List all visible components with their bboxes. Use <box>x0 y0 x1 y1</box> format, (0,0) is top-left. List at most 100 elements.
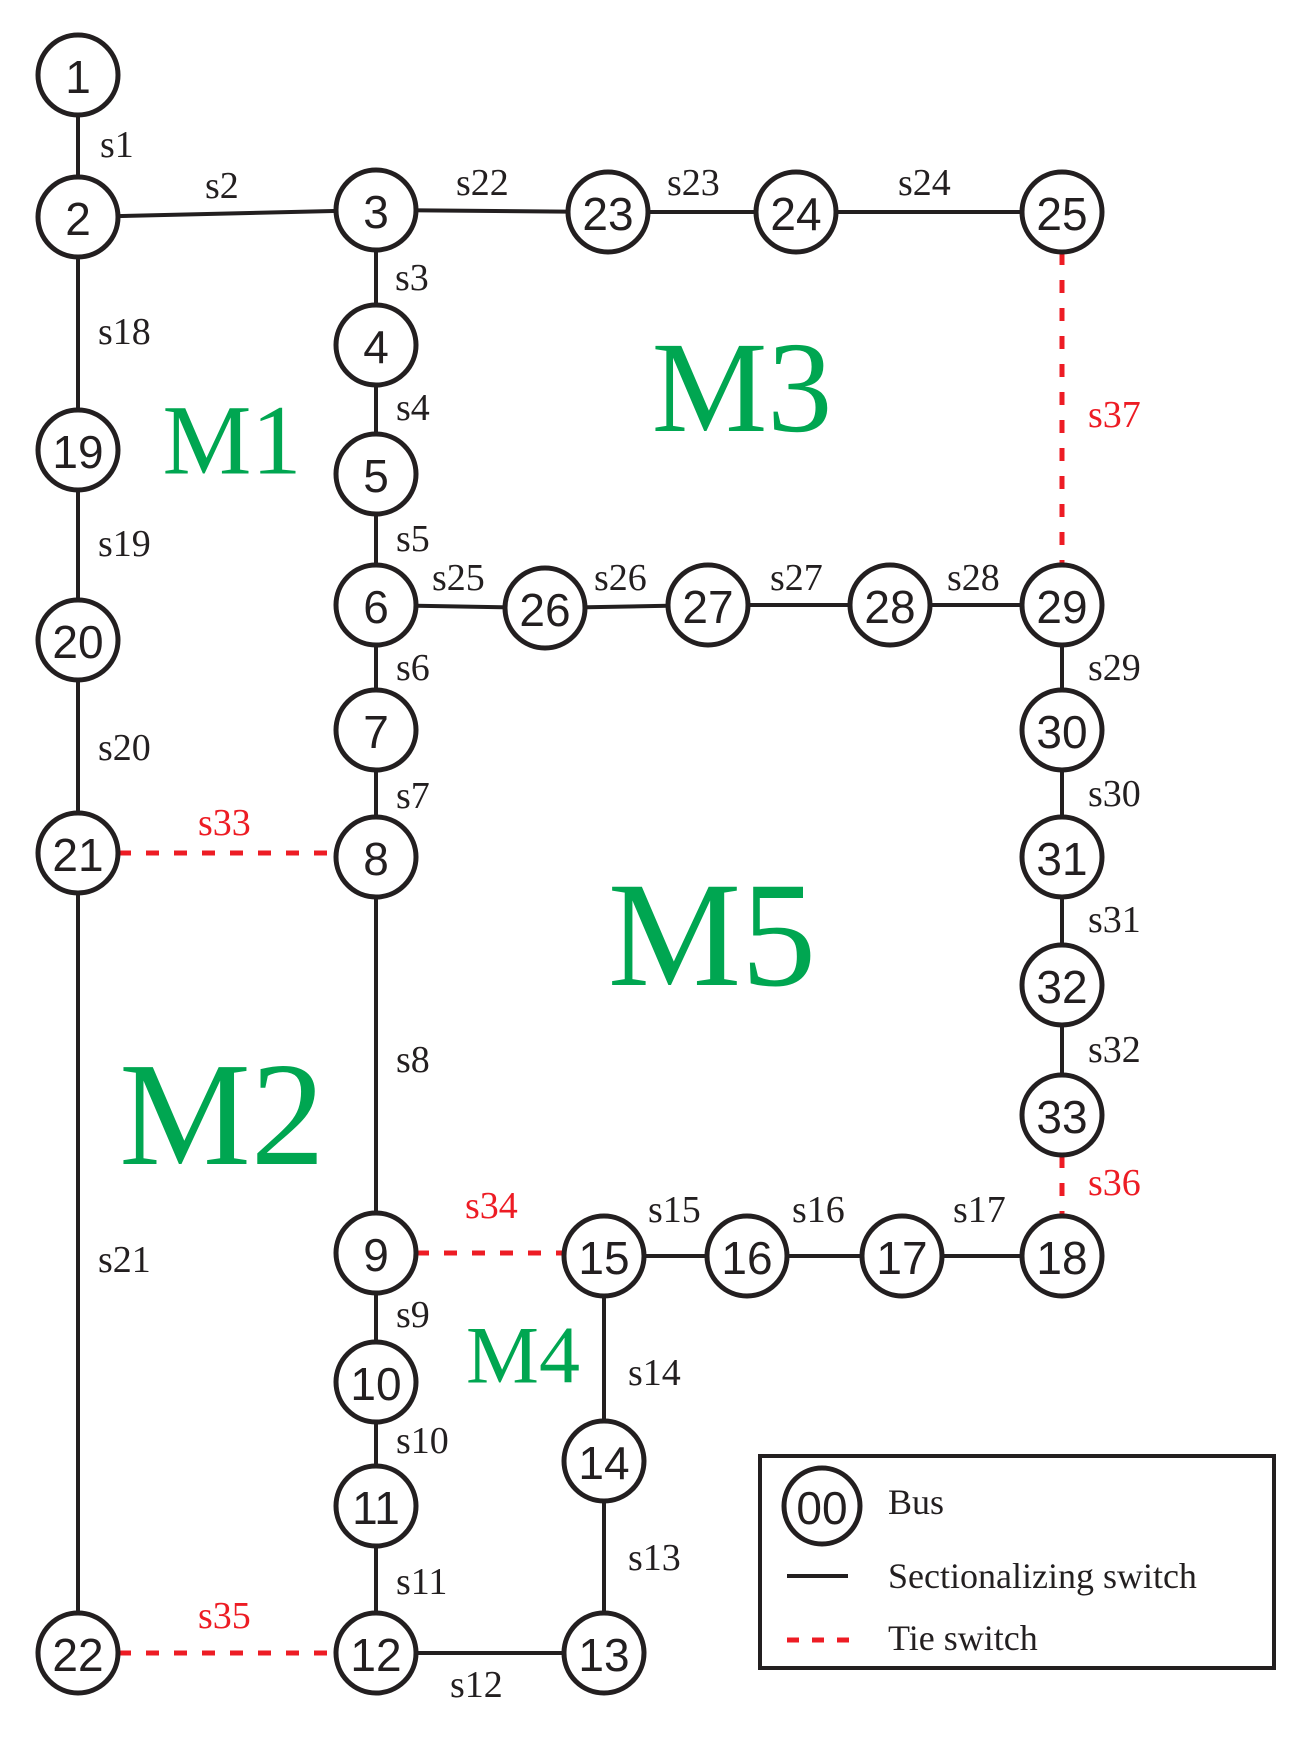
bus-circle-3 <box>333 167 419 253</box>
bus-label-13: 13 <box>578 1629 629 1681</box>
switch-label-s10: s10 <box>396 1420 449 1462</box>
legend: 00 Bus Sectionalizing switch Tie switch <box>758 1454 1276 1670</box>
bus-circle-21 <box>35 810 121 896</box>
bus-label-11: 11 <box>352 1482 400 1534</box>
bus-16: 16 <box>704 1213 790 1299</box>
switch-label-s1: s1 <box>100 124 134 166</box>
bus-circle-15 <box>561 1213 647 1299</box>
bus-3: 3 <box>333 167 419 253</box>
bus-circle-2 <box>35 174 121 260</box>
bus-14: 14 <box>561 1418 647 1504</box>
bus-28: 28 <box>847 562 933 648</box>
tie-switch-label-s34: s34 <box>465 1185 518 1227</box>
zone-label-m3: M3 <box>652 316 833 460</box>
sectionalizing-switch-s2 <box>77 208 377 219</box>
bus-circle-17 <box>859 1213 945 1299</box>
bus-circle-16 <box>704 1213 790 1299</box>
zone-label-m4: M4 <box>466 1310 580 1401</box>
bus-33: 33 <box>1019 1072 1105 1158</box>
switch-label-s22: s22 <box>456 162 509 204</box>
switch-label-s20: s20 <box>98 727 151 769</box>
switch-label-s28: s28 <box>947 557 1000 599</box>
tie-switch-label-s33: s33 <box>198 802 251 844</box>
bus-11: 11 <box>333 1463 419 1549</box>
switch-label-s5: s5 <box>396 518 430 560</box>
bus-10: 10 <box>333 1339 419 1425</box>
bus-label-4: 4 <box>363 321 389 373</box>
bus-label-24: 24 <box>770 188 821 240</box>
bus-label-25: 25 <box>1036 188 1087 240</box>
bus-label-23: 23 <box>582 188 633 240</box>
bus-label-22: 22 <box>52 1629 103 1681</box>
bus-21: 21 <box>35 810 121 896</box>
bus-26: 26 <box>502 565 588 651</box>
bus-label-28: 28 <box>864 581 915 633</box>
bus-circle-22 <box>35 1610 121 1696</box>
bus-circle-20 <box>35 597 121 683</box>
switch-label-s12: s12 <box>450 1664 503 1706</box>
bus-23: 23 <box>565 169 651 255</box>
switch-label-s14: s14 <box>628 1352 681 1394</box>
switch-label-s8: s8 <box>396 1039 430 1081</box>
legend-bus-label: Bus <box>888 1482 944 1522</box>
bus-circle-4 <box>333 302 419 388</box>
switch-label-s19: s19 <box>98 523 151 565</box>
bus-label-8: 8 <box>363 833 389 885</box>
switch-label-s31: s31 <box>1088 899 1141 941</box>
switch-label-s3: s3 <box>395 257 429 299</box>
bus-1: 1 <box>35 32 121 118</box>
bus-label-31: 31 <box>1036 833 1087 885</box>
bus-7: 7 <box>333 687 419 773</box>
bus-label-12: 12 <box>350 1629 401 1681</box>
bus-circle-14 <box>561 1418 647 1504</box>
legend-sectionalizing-label: Sectionalizing switch <box>888 1556 1197 1596</box>
bus-2: 2 <box>35 174 121 260</box>
bus-12: 12 <box>333 1610 419 1696</box>
bus-label-16: 16 <box>721 1232 772 1284</box>
switch-label-s13: s13 <box>628 1537 681 1579</box>
bus-label-30: 30 <box>1036 706 1087 758</box>
bus-31: 31 <box>1019 814 1105 900</box>
bus-circle-6 <box>333 562 419 648</box>
zone-label-m1: M1 <box>163 385 302 496</box>
bus-circle-28 <box>847 562 933 648</box>
bus-label-9: 9 <box>363 1229 389 1281</box>
switch-label-s7: s7 <box>396 775 430 817</box>
legend-bus-symbol-label: 00 <box>796 1482 847 1534</box>
switch-label-s15: s15 <box>648 1189 701 1231</box>
bus-label-29: 29 <box>1036 581 1087 633</box>
bus-label-17: 17 <box>876 1232 927 1284</box>
bus-label-3: 3 <box>363 186 389 238</box>
bus-22: 22 <box>35 1610 121 1696</box>
bus-circle-5 <box>333 431 419 517</box>
bus-13: 13 <box>561 1610 647 1696</box>
bus-29: 29 <box>1019 562 1105 648</box>
zone-label-m2: M2 <box>119 1033 325 1197</box>
switch-lines <box>76 75 1065 1656</box>
bus-15: 15 <box>561 1213 647 1299</box>
bus-32: 32 <box>1019 942 1105 1028</box>
bus-circle-29 <box>1019 562 1105 648</box>
bus-label-18: 18 <box>1036 1232 1087 1284</box>
bus-circle-24 <box>753 169 839 255</box>
bus-circle-33 <box>1019 1072 1105 1158</box>
bus-4: 4 <box>333 302 419 388</box>
bus-circle-11 <box>333 1463 419 1549</box>
bus-30: 30 <box>1019 687 1105 773</box>
bus-circle-30 <box>1019 687 1105 773</box>
bus-label-2: 2 <box>65 193 91 245</box>
switch-label-s4: s4 <box>396 387 430 429</box>
bus-label-5: 5 <box>363 450 389 502</box>
legend-tie-label: Tie switch <box>888 1618 1038 1658</box>
bus-label-33: 33 <box>1036 1091 1087 1143</box>
bus-circle-19 <box>35 407 121 493</box>
bus-circle-7 <box>333 687 419 773</box>
tie-switch-label-s36: s36 <box>1088 1162 1141 1204</box>
bus-circle-26 <box>502 565 588 651</box>
bus-20: 20 <box>35 597 121 683</box>
tie-switch-label-s35: s35 <box>198 1595 251 1637</box>
switch-label-s2: s2 <box>205 165 239 207</box>
